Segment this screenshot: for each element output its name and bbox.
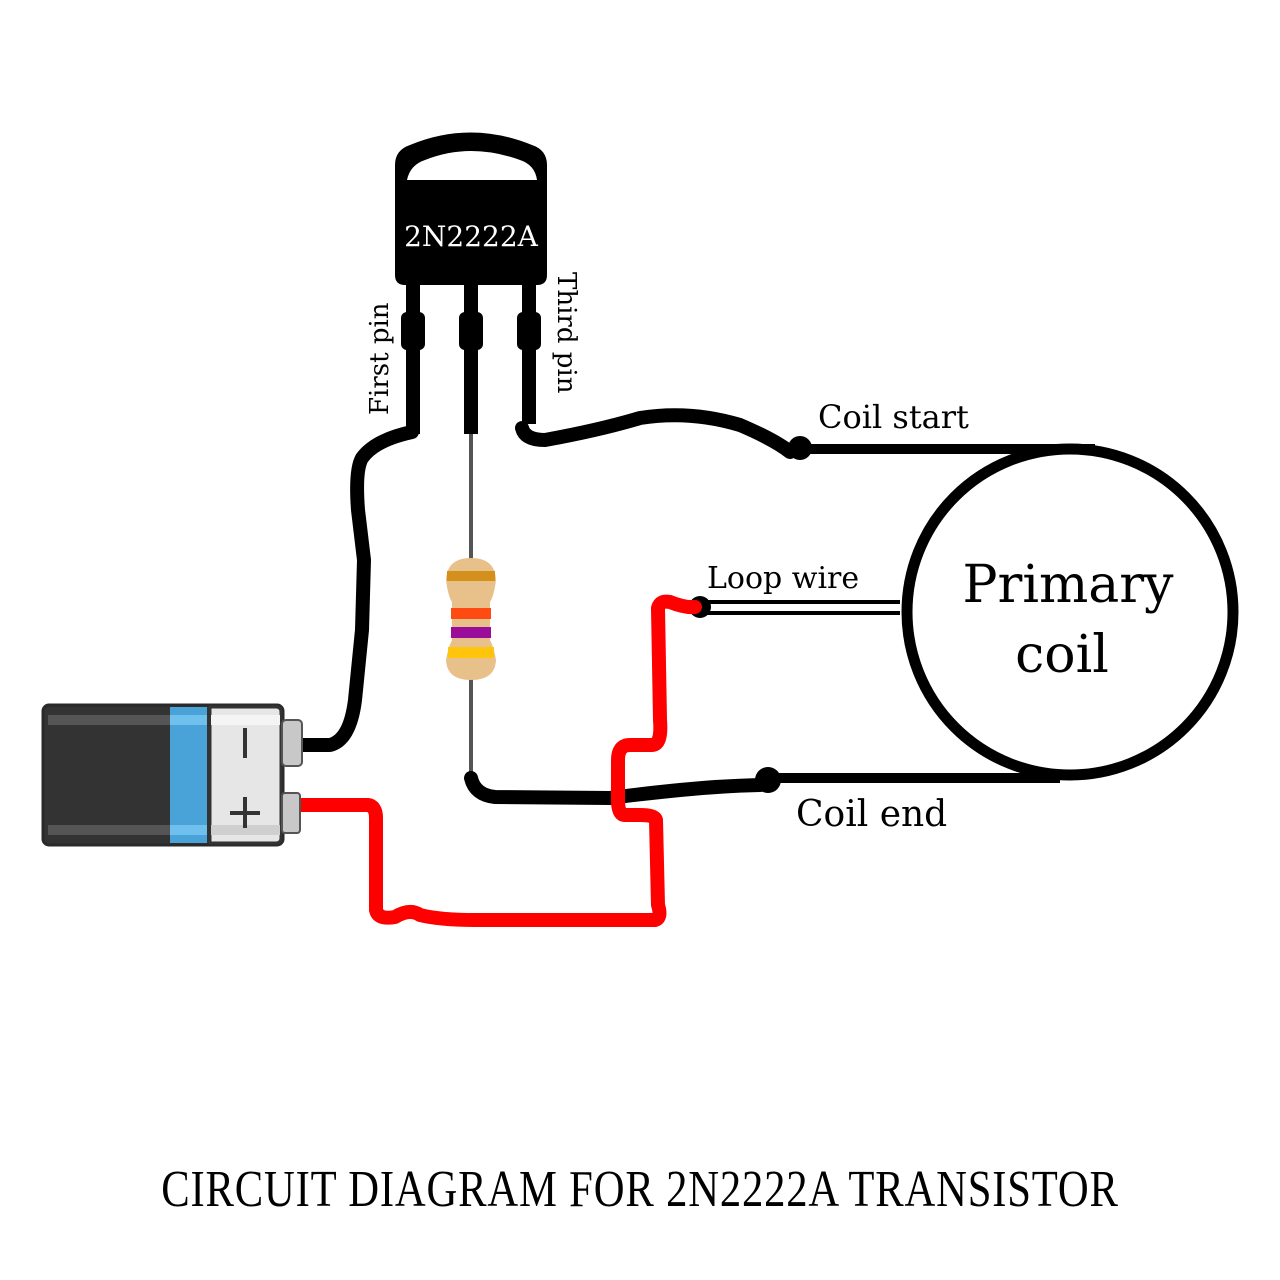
battery xyxy=(41,703,303,847)
battery-stripe-light-bottom xyxy=(170,825,207,835)
primary-coil xyxy=(901,443,1239,781)
coil-end-label: Coil end xyxy=(796,794,947,835)
battery-cap-highlight-top xyxy=(211,715,280,725)
resistor-band-4 xyxy=(448,647,494,658)
transistor-window xyxy=(407,151,537,180)
wire-resistor-to-coil-end xyxy=(464,771,767,805)
third-pin-label: Third pin xyxy=(551,272,581,394)
battery-negative-terminal xyxy=(281,719,303,767)
transistor-label: 2N2222A xyxy=(404,220,539,253)
coil-start-label: Coil start xyxy=(818,398,969,436)
diagram-caption: CIRCUIT DIAGRAM FOR 2N2222A TRANSISTOR xyxy=(161,1161,1119,1218)
primary-coil-label-line2: coil xyxy=(1015,625,1109,685)
transistor: 2N2222A First pin Third pin xyxy=(365,132,581,434)
wire-third-pin-to-coil-start xyxy=(515,408,797,459)
first-pin-label: First pin xyxy=(365,302,395,415)
battery-cap-highlight-bottom xyxy=(211,825,280,835)
transistor-pin-middle xyxy=(459,284,483,434)
battery-stripe xyxy=(170,707,207,843)
loop-wire-label: Loop wire xyxy=(707,561,859,596)
resistor-band-1 xyxy=(447,571,495,581)
resistor xyxy=(446,558,496,680)
battery-positive-terminal xyxy=(281,792,301,834)
transistor-pin-first xyxy=(401,284,425,434)
wire-first-pin-to-battery-negative xyxy=(293,425,419,752)
primary-coil-label-line1: Primary xyxy=(962,555,1174,615)
transistor-pin-third xyxy=(517,284,541,424)
battery-positive-symbol xyxy=(230,797,260,828)
battery-highlight-bottom xyxy=(48,825,173,835)
resistor-band-3 xyxy=(451,627,491,638)
wire-battery-positive-to-loop xyxy=(293,594,702,927)
resistor-band-2 xyxy=(451,608,491,619)
battery-highlight-top xyxy=(48,715,173,725)
battery-stripe-light-top xyxy=(170,715,207,725)
battery-cap xyxy=(208,705,283,845)
